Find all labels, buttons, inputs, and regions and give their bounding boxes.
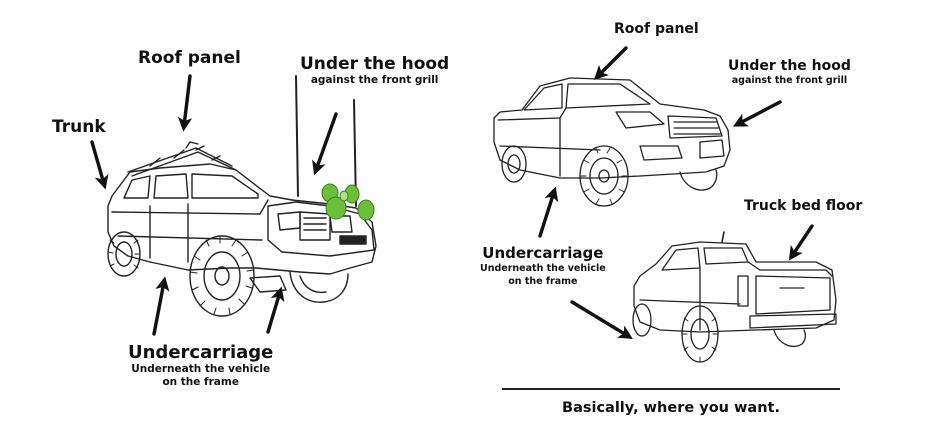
- pickup-front-body: [493, 77, 731, 179]
- pickup-rear-body: [633, 241, 837, 333]
- callout-arrows: [90, 46, 814, 339]
- label-undercarriage-right: Undercarriage Underneath the vehicle on …: [480, 244, 606, 288]
- under-hood-right-subtitle: against the front grill: [731, 75, 848, 86]
- pickup-front-windows: [523, 83, 651, 111]
- suv-far-wheel: [289, 271, 349, 303]
- bull-bar: [267, 201, 375, 257]
- pickup-cab-window: [661, 247, 749, 271]
- arrow-truck-bed: [788, 224, 814, 261]
- arrow-undercarriage-left-1: [152, 276, 170, 336]
- suv-front-wheel: [189, 235, 255, 317]
- arrow-under-hood-right: [732, 100, 782, 127]
- arrow-under-hood-left: [312, 112, 338, 176]
- under-hood-left-title: Under the hood: [300, 54, 450, 74]
- pickup-rear-wheel-near: [681, 305, 719, 363]
- label-undercarriage-left: Undercarriage Underneath the vehicle on …: [128, 342, 273, 389]
- caption-divider: [502, 388, 840, 390]
- suv-windows: [123, 173, 259, 199]
- pickup-rear-illustration: [632, 231, 837, 363]
- under-hood-left-subtitle: against the front grill: [310, 74, 439, 86]
- label-roof-panel-left: Roof panel: [138, 48, 241, 68]
- arrow-roof-panel-left: [177, 74, 193, 132]
- caption: Basically, where you want.: [562, 400, 780, 416]
- label-roof-panel-right: Roof panel: [614, 21, 699, 37]
- truck-bed: [747, 261, 833, 277]
- under-hood-right-title: Under the hood: [728, 58, 851, 74]
- pickup-rear-wheel-far: [632, 303, 652, 337]
- label-under-hood-left: Under the hood against the front grill: [300, 54, 449, 87]
- arrow-undercarriage-right-down: [570, 300, 633, 339]
- arrow-roof-panel-right: [593, 46, 628, 81]
- label-under-hood-right: Under the hood against the front grill: [728, 58, 851, 87]
- tracker-devices: [321, 183, 375, 221]
- undercarriage-right-title: Undercarriage: [482, 244, 604, 262]
- arrow-trunk: [90, 140, 109, 190]
- label-truck-bed-floor: Truck bed floor: [744, 198, 863, 214]
- tailgate: [755, 275, 831, 315]
- undercarriage-left-line1: Underneath the vehicle: [131, 363, 271, 375]
- suv-illustration: [107, 75, 377, 317]
- undercarriage-right-line2: on the frame: [508, 276, 578, 287]
- label-trunk: Trunk: [52, 117, 106, 137]
- suv-body: [107, 163, 377, 275]
- pickup-rear-wheel: [501, 145, 527, 183]
- pickup-front-wheel: [579, 145, 629, 207]
- undercarriage-right-line1: Underneath the vehicle: [480, 263, 606, 274]
- pickup-front-illustration: [493, 77, 731, 207]
- undercarriage-left-line2: on the frame: [162, 376, 239, 388]
- arrow-undercarriage-right-up: [538, 186, 559, 238]
- arrow-undercarriage-left-2: [266, 286, 285, 334]
- antenna-left: [295, 75, 299, 197]
- suv-rear-wheel: [107, 231, 141, 277]
- roof-rack: [127, 141, 237, 177]
- undercarriage-left-title: Undercarriage: [128, 342, 274, 363]
- pickup-grille: [667, 115, 723, 139]
